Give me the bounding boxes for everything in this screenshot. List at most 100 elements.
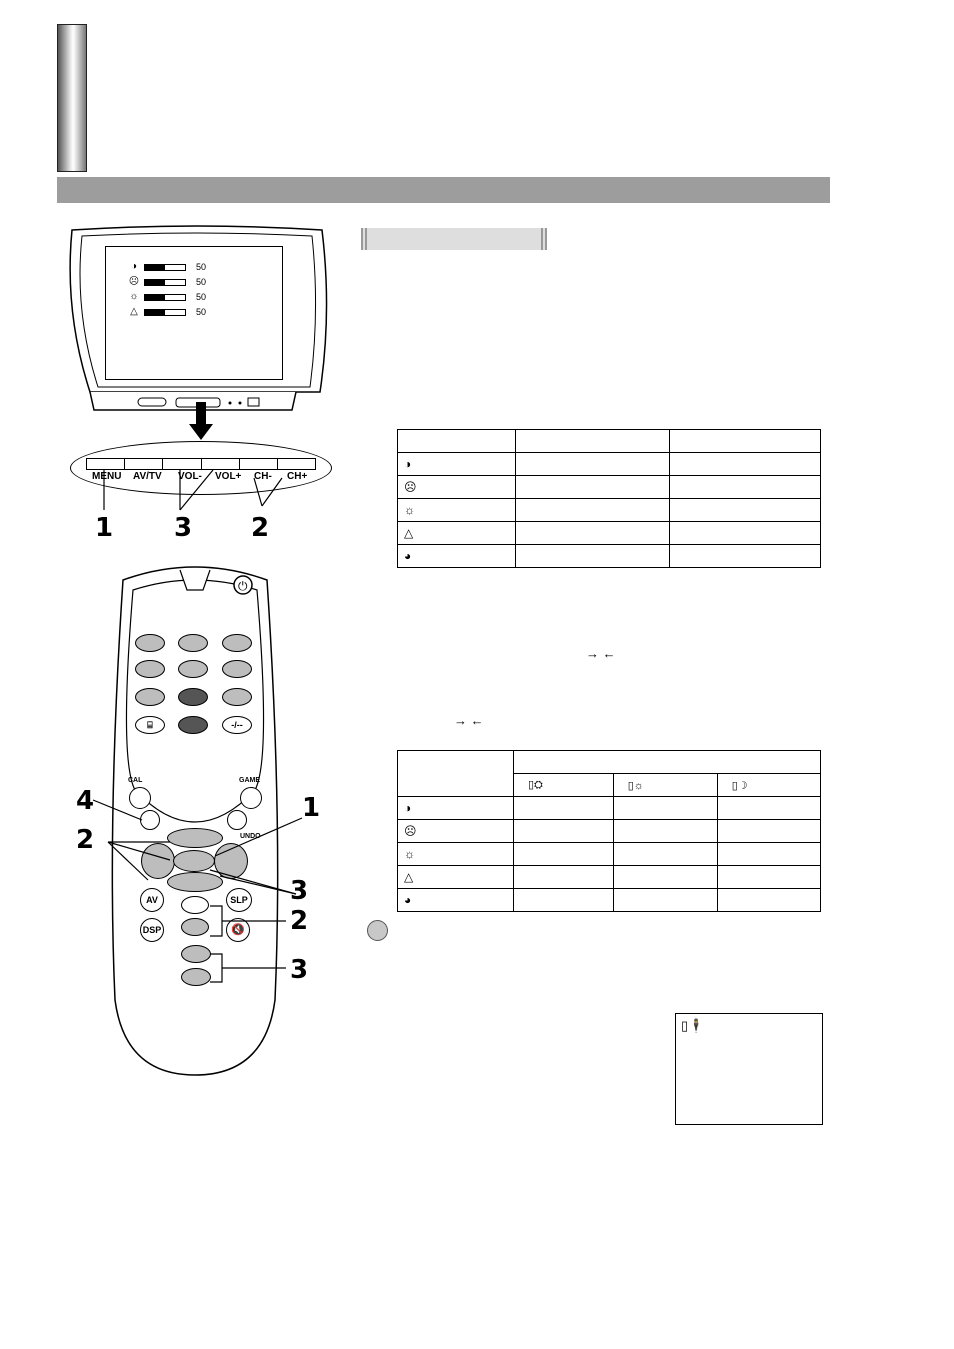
note-icon <box>367 920 388 941</box>
teletext-icon: ⌸ <box>147 720 153 730</box>
panel-button-vol-minus[interactable] <box>163 459 202 469</box>
panel-label-menu: MENU <box>92 471 122 482</box>
down-arrow-icon <box>189 402 213 440</box>
game-button[interactable] <box>240 787 262 809</box>
table-row: ☹ <box>397 819 822 843</box>
remote-callout-3-dpad: 3 <box>290 876 309 906</box>
dpad-left-button[interactable] <box>141 843 175 879</box>
table-row: △ <box>397 865 822 889</box>
cal-label: CAL <box>128 777 143 784</box>
panel-button-vol-plus[interactable] <box>202 459 240 469</box>
brightness-icon: ☼ <box>404 847 415 861</box>
number-button[interactable] <box>135 660 165 678</box>
header-band <box>57 177 830 203</box>
number-button[interactable] <box>178 660 208 678</box>
mute-button[interactable]: 🔇 <box>226 918 250 942</box>
sharpness-icon: △ <box>404 870 414 884</box>
table-row: ◑ <box>397 796 822 820</box>
osd-row: ◑50 <box>128 261 206 273</box>
panel-label-ch-plus: CH+ <box>287 471 308 482</box>
sharpness-icon: △ <box>404 526 414 540</box>
front-panel-outline <box>70 441 332 495</box>
picture-mode-table: ▯⛭ ▯☼ ▯☽ ◑ ☹ ☼ △ ◕ <box>397 750 822 912</box>
osd-level-fill <box>145 264 165 270</box>
osd-level-fill <box>145 294 165 300</box>
contrast-icon: ◑ <box>130 261 138 272</box>
undo-button[interactable] <box>227 810 247 830</box>
remote-callout-2-vol: 2 <box>290 906 309 936</box>
osd-row: △ 50 <box>128 306 206 318</box>
power-icon: ⏻ <box>238 579 248 593</box>
remote-callout-lines <box>92 799 303 983</box>
cal-button[interactable] <box>129 787 151 809</box>
number-button[interactable] <box>222 688 252 706</box>
osd-level-bar <box>144 263 186 271</box>
contrast-icon: ◑ <box>404 801 412 815</box>
number-button[interactable] <box>222 660 252 678</box>
sharpness-icon: △ <box>130 306 138 317</box>
panel-callout-1: 1 <box>95 513 114 543</box>
panel-button-menu[interactable] <box>87 459 126 469</box>
dpad-down-button[interactable] <box>167 872 223 892</box>
color-icon: ☹ <box>404 480 417 494</box>
digit-select-button[interactable]: -/-- <box>222 716 252 734</box>
remote-callout-3-ch: 3 <box>290 955 309 985</box>
number-button[interactable] <box>178 688 208 706</box>
table-row: ◕ <box>397 888 822 912</box>
table-header-row <box>397 750 821 797</box>
section-title-tab <box>361 228 547 250</box>
av-button[interactable]: AV <box>140 888 164 912</box>
table-row: ◕ <box>397 544 821 568</box>
table-row: △ <box>397 521 821 545</box>
mode-standard-icon: ▯⛭ <box>528 779 543 791</box>
contrast-icon: ◑ <box>404 457 412 471</box>
teletext-button[interactable]: ⌸ <box>135 716 165 734</box>
table-row: ◑ <box>397 452 821 476</box>
osd-row: ☹ 50 <box>128 276 206 288</box>
osd-value: 50 <box>196 292 207 302</box>
vol-up-button[interactable] <box>181 896 209 914</box>
dpad-up-button[interactable] <box>167 828 223 848</box>
vol-down-button[interactable] <box>181 918 209 936</box>
osd-level-fill <box>145 279 165 285</box>
mute-icon: 🔇 <box>231 924 245 936</box>
panel-label-vol-plus: VOL+ <box>215 471 242 482</box>
slp-button[interactable]: SLP <box>226 888 252 912</box>
osd-value: 50 <box>196 307 207 317</box>
brightness-icon: ☼ <box>404 503 415 517</box>
panel-callout-3: 3 <box>174 513 193 543</box>
osd-level-bar <box>144 308 186 316</box>
game-label: GAME <box>239 777 260 784</box>
number-button[interactable] <box>178 716 208 734</box>
color-icon: ☹ <box>128 276 140 287</box>
undo-label: UNDO <box>240 833 261 840</box>
table-row: ☼ <box>397 498 821 522</box>
dsp-button[interactable]: DSP <box>140 918 164 942</box>
panel-button-avtv[interactable] <box>125 459 164 469</box>
tv-screen: ◑50 ☹ 50 ☼ 50 △ 50 <box>105 246 283 380</box>
number-button[interactable] <box>178 634 208 652</box>
number-button[interactable] <box>135 634 165 652</box>
table-row: ☹ <box>397 475 821 499</box>
table-row: ☼ <box>397 842 822 866</box>
arrow-pair-1: → ← <box>586 646 616 661</box>
mode-bright-icon: ▯☼ <box>627 779 644 792</box>
number-button[interactable] <box>222 634 252 652</box>
panel-callout-2: 2 <box>251 513 270 543</box>
remote-callout-1: 1 <box>302 793 321 823</box>
panel-label-vol-minus: VOL- <box>178 471 202 482</box>
ch-down-button[interactable] <box>181 968 211 986</box>
brightness-icon: ☼ <box>129 291 139 302</box>
panel-label-ch-minus: CH- <box>254 471 272 482</box>
remote-callout-4: 4 <box>76 786 95 816</box>
osd-value: 50 <box>196 277 207 287</box>
panel-button-ch-minus[interactable] <box>240 459 278 469</box>
mode-night-icon: ▯☽ <box>731 779 748 792</box>
tint-icon: ◕ <box>404 549 412 563</box>
osd-level-fill <box>145 309 165 315</box>
number-button[interactable] <box>135 688 165 706</box>
front-panel-buttons <box>86 458 316 470</box>
osd-preview-box: ▯🕴 <box>675 1013 823 1125</box>
panel-button-ch-plus[interactable] <box>278 459 315 469</box>
picture-settings-table: ◑ ☹ ☼ △ ◕ <box>397 429 821 568</box>
